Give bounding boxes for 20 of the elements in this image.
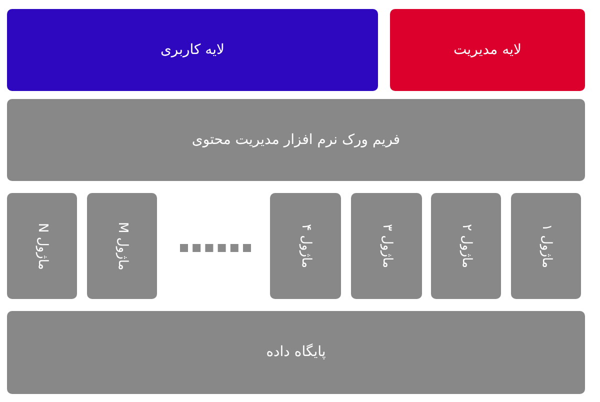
module-title: ماژول ۴	[298, 224, 314, 268]
module-title: ماژول ۲	[458, 224, 474, 268]
module-title: ماژول N	[34, 222, 50, 270]
framework-panel	[7, 99, 585, 181]
module-title: ماژول ۳	[378, 224, 394, 268]
module-panel	[87, 193, 157, 299]
module-panel	[431, 193, 501, 299]
database-panel	[7, 311, 585, 394]
layer-panel	[390, 9, 585, 91]
framework-title: فریم ورک نرم افزار مدیریت محتوی	[192, 132, 400, 148]
database-title: پایگاه داده	[266, 344, 326, 361]
module-title: ماژول ۱	[538, 224, 554, 268]
layer-panel	[7, 9, 378, 91]
module-panel	[7, 193, 77, 299]
layer-title: لایه مدیریت	[454, 42, 522, 58]
module-title: ماژول M	[114, 222, 130, 270]
module-panel	[511, 193, 581, 299]
layer-title: لایه کاربری	[160, 42, 225, 58]
module-panel	[270, 193, 341, 299]
module-panel	[351, 193, 422, 299]
